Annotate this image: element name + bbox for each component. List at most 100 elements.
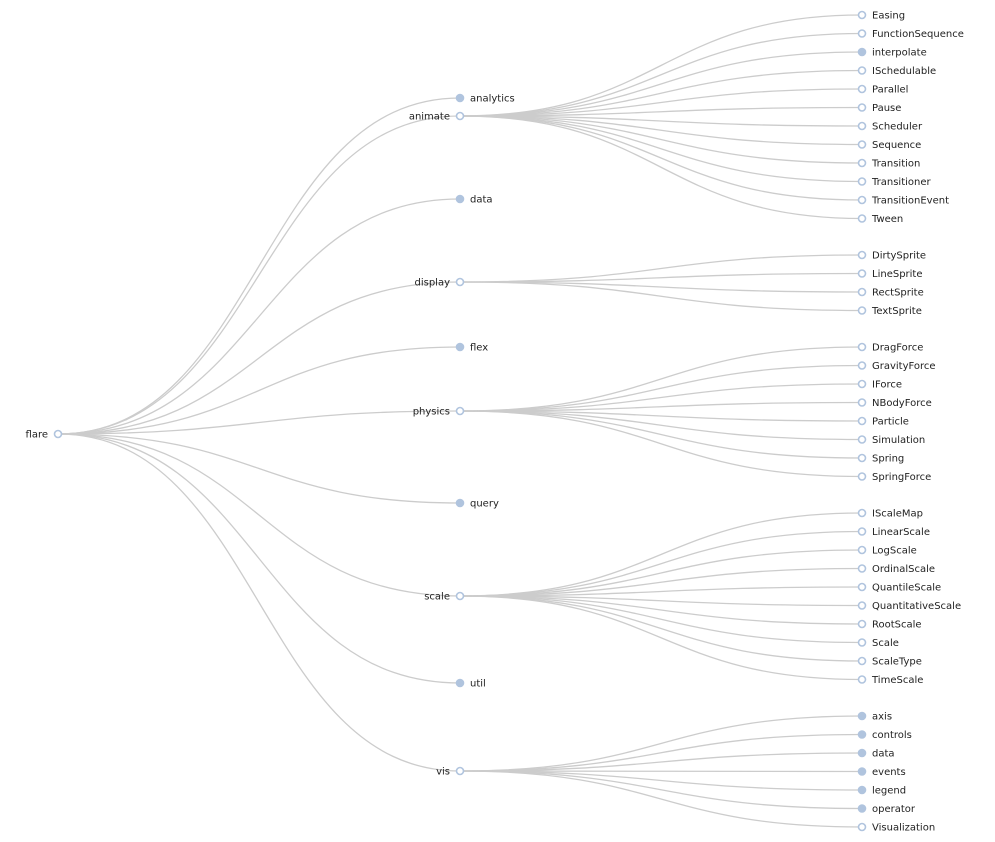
node-circle-icon[interactable] [857, 453, 867, 463]
node-circle-icon[interactable] [857, 564, 867, 573]
node-circle-icon[interactable] [857, 619, 867, 629]
node-collapsed-icon[interactable] [455, 194, 465, 204]
tree-node-scale-ordinalscale[interactable]: OrdinalScale [857, 564, 936, 575]
node-circle-icon[interactable] [857, 103, 867, 112]
node-circle-icon[interactable] [857, 416, 867, 426]
tree-node-animate-tween[interactable]: Tween [857, 214, 904, 225]
node-circle-icon[interactable] [857, 342, 867, 352]
tree-node-scale-scale[interactable]: Scale [857, 638, 899, 649]
node-circle-icon[interactable] [455, 277, 465, 287]
tree-node-scale-scaletype[interactable]: ScaleType [857, 656, 922, 668]
node-circle-icon[interactable] [455, 766, 465, 776]
node-circle-icon[interactable] [857, 508, 867, 518]
node-circle-icon[interactable] [857, 822, 867, 832]
tree-node-flare-analytics[interactable]: analytics [455, 93, 515, 105]
node-circle-icon[interactable] [857, 269, 867, 278]
node-circle-icon[interactable] [857, 29, 867, 38]
node-collapsed-icon[interactable] [857, 748, 867, 758]
tree-node-flare-vis[interactable]: vis [436, 766, 465, 778]
node-circle-icon[interactable] [857, 84, 867, 94]
tree-node-display-rectsprite[interactable]: RectSprite [857, 287, 924, 299]
node-collapsed-icon[interactable] [857, 804, 867, 813]
tree-node-vis-data[interactable]: data [857, 748, 895, 760]
node-circle-icon[interactable] [857, 435, 867, 444]
node-circle-icon[interactable] [857, 638, 867, 647]
tree-node-physics-dragforce[interactable]: DragForce [857, 342, 924, 354]
tree-node-animate-transitioner[interactable]: Transitioner [857, 177, 932, 188]
node-collapsed-icon[interactable] [857, 730, 867, 739]
tree-node-scale-logscale[interactable]: LogScale [857, 545, 917, 557]
node-circle-icon[interactable] [857, 10, 867, 20]
tree-node-physics-spring[interactable]: Spring [857, 453, 905, 465]
tree-node-scale-quantitativescale[interactable]: QuantitativeScale [857, 601, 962, 612]
tree-node-vis-visualization[interactable]: Visualization [857, 822, 936, 834]
tree-node-scale-timescale[interactable]: TimeScale [857, 675, 924, 686]
node-collapsed-icon[interactable] [455, 678, 465, 688]
node-collapsed-icon[interactable] [455, 342, 465, 352]
node-collapsed-icon[interactable] [857, 47, 867, 57]
tree-node-animate-transition[interactable]: Transition [857, 158, 921, 170]
tree-node-flare-scale[interactable]: scale [424, 591, 465, 603]
node-circle-icon[interactable] [857, 287, 867, 297]
tree-node-scale-rootscale[interactable]: RootScale [857, 619, 922, 631]
tree-node-display-linesprite[interactable]: LineSprite [857, 269, 923, 280]
node-circle-icon[interactable] [857, 121, 867, 131]
tree-node-scale-quantilescale[interactable]: QuantileScale [857, 582, 942, 594]
tree-node-vis-legend[interactable]: legend [857, 785, 907, 797]
tree-node-animate-easing[interactable]: Easing [857, 10, 906, 22]
node-circle-icon[interactable] [53, 429, 63, 439]
tree-node-animate-ischedulable[interactable]: ISchedulable [857, 66, 937, 77]
node-collapsed-icon[interactable] [857, 711, 867, 721]
node-circle-icon[interactable] [857, 158, 867, 168]
tree-node-scale-iscalemap[interactable]: IScaleMap [857, 508, 923, 520]
tree-node-physics-gravityforce[interactable]: GravityForce [857, 361, 936, 372]
node-circle-icon[interactable] [455, 406, 465, 416]
node-circle-icon[interactable] [857, 675, 867, 684]
node-circle-icon[interactable] [857, 306, 867, 315]
node-circle-icon[interactable] [857, 250, 867, 260]
tree-node-animate-interpolate[interactable]: interpolate [857, 47, 927, 59]
tree-node-physics-springforce[interactable]: SpringForce [857, 472, 932, 483]
node-circle-icon[interactable] [857, 140, 867, 149]
tree-node-flare-animate[interactable]: animate [409, 112, 465, 123]
tree-node-physics-simulation[interactable]: Simulation [857, 435, 926, 446]
node-circle-icon[interactable] [857, 195, 867, 205]
node-circle-icon[interactable] [857, 582, 867, 592]
node-collapsed-icon[interactable] [857, 767, 867, 776]
tree-node-flare-physics[interactable]: physics [413, 406, 465, 418]
tree-node-animate-sequence[interactable]: Sequence [857, 140, 922, 151]
node-circle-icon[interactable] [857, 361, 867, 370]
tree-node-flare-data[interactable]: data [455, 194, 493, 206]
tree-node-animate-pause[interactable]: Pause [857, 103, 902, 114]
node-circle-icon[interactable] [857, 656, 867, 666]
node-circle-icon[interactable] [857, 601, 867, 610]
tree-node-flare-util[interactable]: util [455, 678, 486, 690]
tree-node-physics-nbodyforce[interactable]: NBodyForce [857, 398, 932, 409]
node-collapsed-icon[interactable] [455, 93, 465, 103]
node-circle-icon[interactable] [857, 545, 867, 555]
tree-node-vis-controls[interactable]: controls [857, 730, 912, 741]
node-circle-icon[interactable] [857, 472, 867, 481]
tree-node-animate-parallel[interactable]: Parallel [857, 84, 909, 96]
tree-node-physics-iforce[interactable]: IForce [857, 379, 903, 391]
tree-node-flare-flex[interactable]: flex [455, 342, 489, 354]
tree-node-flare[interactable]: flare [26, 429, 63, 441]
tree-node-scale-linearscale[interactable]: LinearScale [857, 527, 930, 538]
node-circle-icon[interactable] [857, 398, 867, 407]
tree-node-flare-query[interactable]: query [455, 498, 499, 510]
node-circle-icon[interactable] [857, 379, 867, 389]
tree-node-display-textsprite[interactable]: TextSprite [857, 306, 922, 317]
node-circle-icon[interactable] [857, 66, 867, 75]
node-collapsed-icon[interactable] [857, 785, 867, 795]
node-circle-icon[interactable] [857, 527, 867, 536]
tree-node-animate-scheduler[interactable]: Scheduler [857, 121, 923, 133]
tree-node-animate-transitionevent[interactable]: TransitionEvent [857, 195, 950, 207]
node-circle-icon[interactable] [455, 591, 465, 601]
tree-node-vis-operator[interactable]: operator [857, 804, 916, 815]
tree-node-display-dirtysprite[interactable]: DirtySprite [857, 250, 927, 262]
tree-node-vis-axis[interactable]: axis [857, 711, 893, 723]
node-circle-icon[interactable] [857, 177, 867, 186]
tree-node-vis-events[interactable]: events [857, 767, 906, 778]
tree-node-physics-particle[interactable]: Particle [857, 416, 909, 428]
node-collapsed-icon[interactable] [455, 498, 465, 508]
